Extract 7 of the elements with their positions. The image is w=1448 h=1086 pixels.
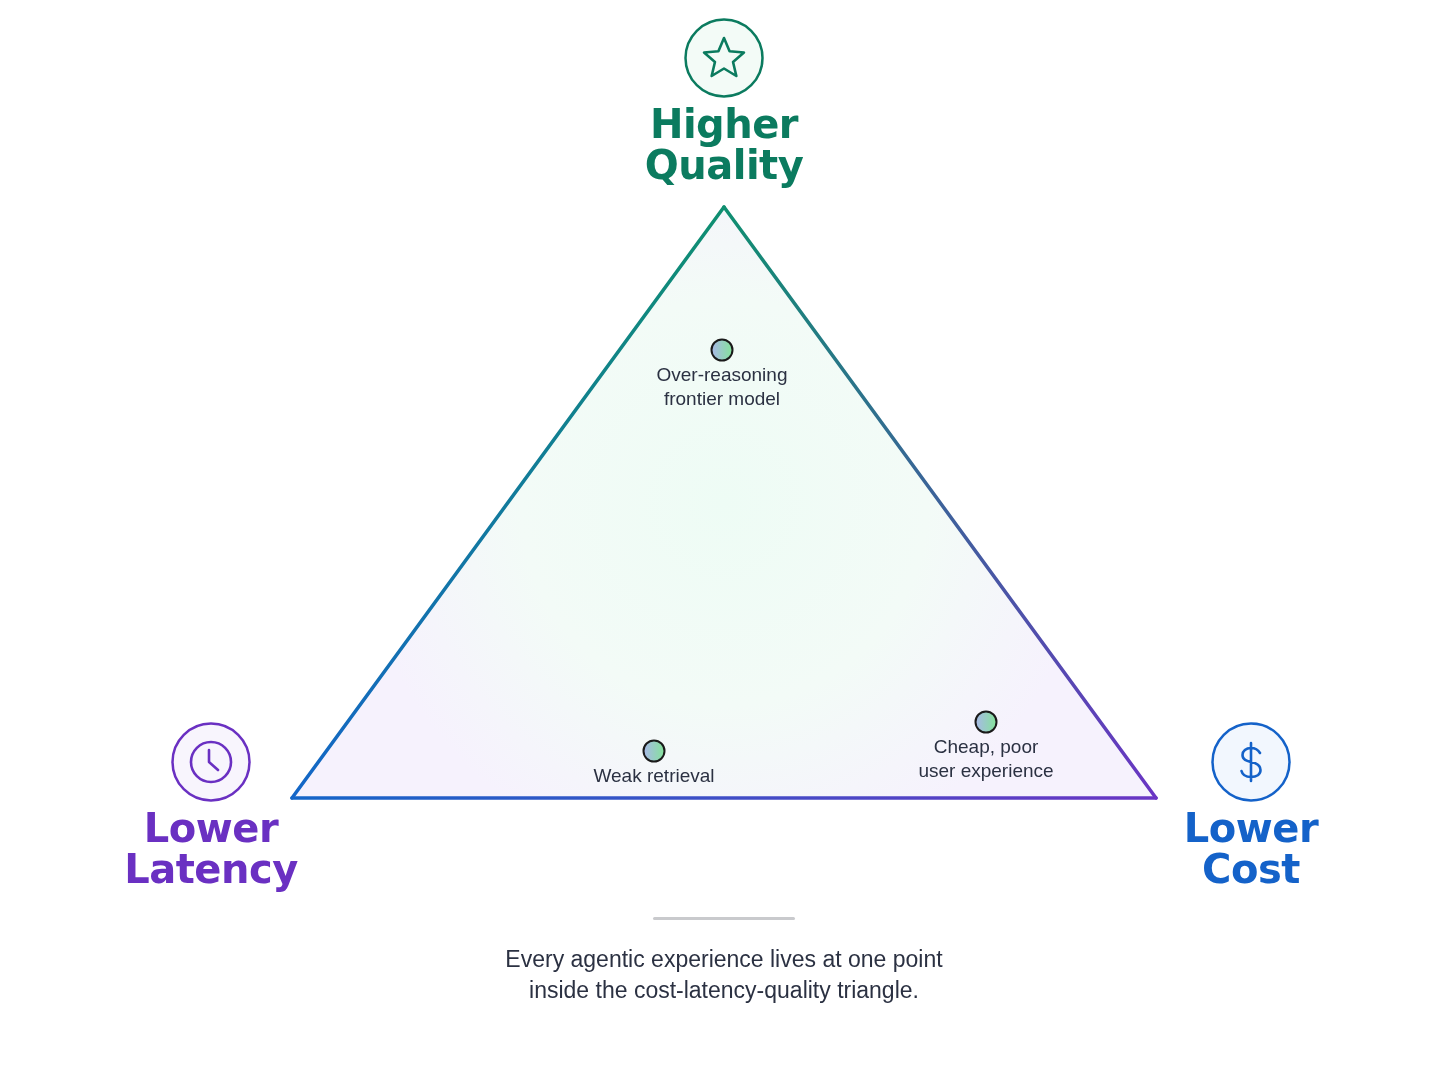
point-label: Cheap, poor user experience (917, 735, 1055, 783)
vertex-heading: Lower Latency (123, 808, 299, 890)
point-label: Over-reasoning frontier model (655, 363, 789, 411)
vertex-heading: Higher Quality (643, 104, 805, 186)
point-label: Weak retrieval (593, 764, 715, 788)
caption-text: Every agentic experience lives at one point inside the cost-latency-quality triangle. (504, 945, 944, 1005)
vertex-heading: Lower Cost (1182, 808, 1320, 890)
